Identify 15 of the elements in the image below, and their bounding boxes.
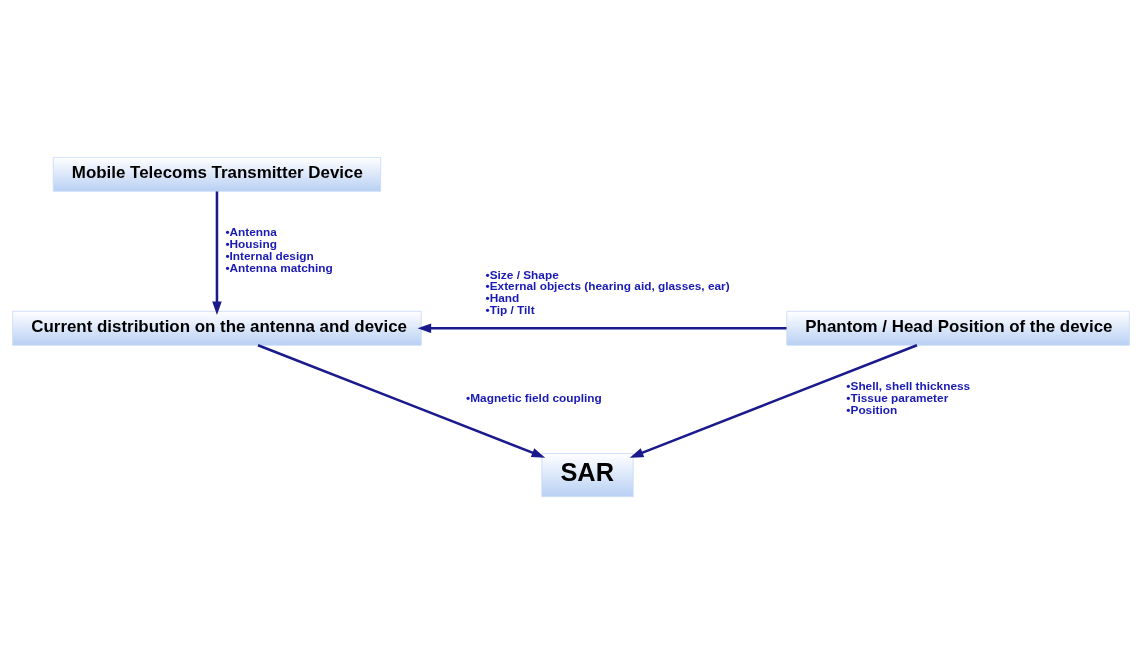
edge-label: •Shell, shell thickness <box>846 378 971 393</box>
node-box: Phantom / Head Position of the device <box>786 310 1130 346</box>
arrow <box>629 343 918 458</box>
edge-label: •Housing <box>225 236 277 251</box>
arrow <box>212 190 222 315</box>
edge-label: •Antenna <box>225 224 277 239</box>
node-box: Current distribution on the antenna and device <box>12 310 422 346</box>
edge-label: •Hand <box>485 290 520 305</box>
arrow <box>417 323 787 333</box>
node-box: Mobile Telecoms Transmitter Device <box>52 156 382 192</box>
arrow <box>257 343 546 458</box>
edge-label: •Magnetic field coupling <box>466 390 602 405</box>
edge-label: •Tissue parameter <box>846 390 949 405</box>
edge-label: •Tip / Tilt <box>485 302 535 317</box>
node-box: SAR <box>541 452 634 497</box>
